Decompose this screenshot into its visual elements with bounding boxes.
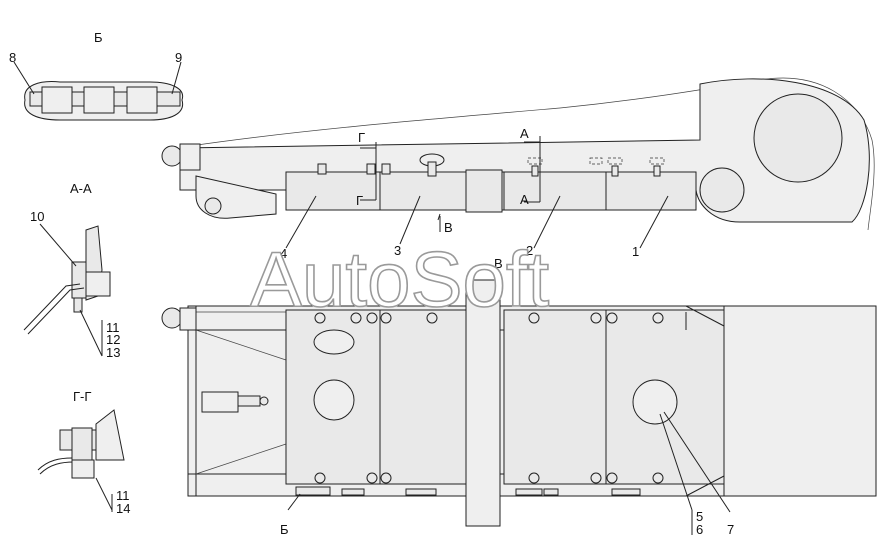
- callout-11-gg: 11: [116, 488, 130, 503]
- bolts-plan-top: [314, 312, 664, 324]
- section-g-g: Г-Г 11 14: [37, 389, 130, 516]
- plan-view: 5 6 7 Б В: [161, 256, 877, 537]
- tow-hook: [161, 145, 183, 167]
- callout-3: 3: [394, 243, 401, 258]
- section-a-a-title: А-А: [70, 181, 92, 196]
- callout-7: 7: [727, 522, 734, 537]
- cut-mark-b: Б: [280, 522, 289, 537]
- callout-6: 6: [696, 522, 703, 537]
- bolts-plan-bottom: [295, 472, 664, 496]
- callout-11-aa: 11: [106, 320, 120, 335]
- view-b: Б 8 9: [9, 30, 184, 121]
- callout-14: 14: [116, 501, 130, 516]
- callout-5: 5: [696, 509, 703, 524]
- view-b-title: Б: [94, 30, 103, 45]
- section-a-a: А-А 10 11 12 13: [23, 181, 120, 360]
- side-view: Г Г А А В 4 3 2 1: [161, 77, 875, 261]
- callout-10: 10: [30, 209, 44, 224]
- cut-mark-a-top: А: [520, 126, 529, 141]
- cross-shaft: [465, 279, 501, 527]
- bolts-side: [317, 157, 665, 177]
- callout-2: 2: [526, 243, 533, 258]
- callout-13: 13: [106, 345, 120, 360]
- section-g-g-title: Г-Г: [73, 389, 91, 404]
- cut-mark-g-bottom: Г: [356, 193, 363, 208]
- cut-mark-g-top: Г: [358, 130, 365, 145]
- callout-8: 8: [9, 50, 16, 65]
- callout-12: 12: [106, 332, 120, 347]
- callout-1: 1: [632, 244, 639, 259]
- watermark: AutoSoft: [250, 235, 550, 323]
- cut-mark-v-arrow: В: [444, 220, 453, 235]
- callout-9: 9: [175, 50, 182, 65]
- cut-mark-v: В: [494, 256, 503, 271]
- tank-row-plan: [285, 309, 725, 485]
- cut-mark-a-bottom: А: [520, 192, 529, 207]
- callout-4: 4: [280, 246, 287, 261]
